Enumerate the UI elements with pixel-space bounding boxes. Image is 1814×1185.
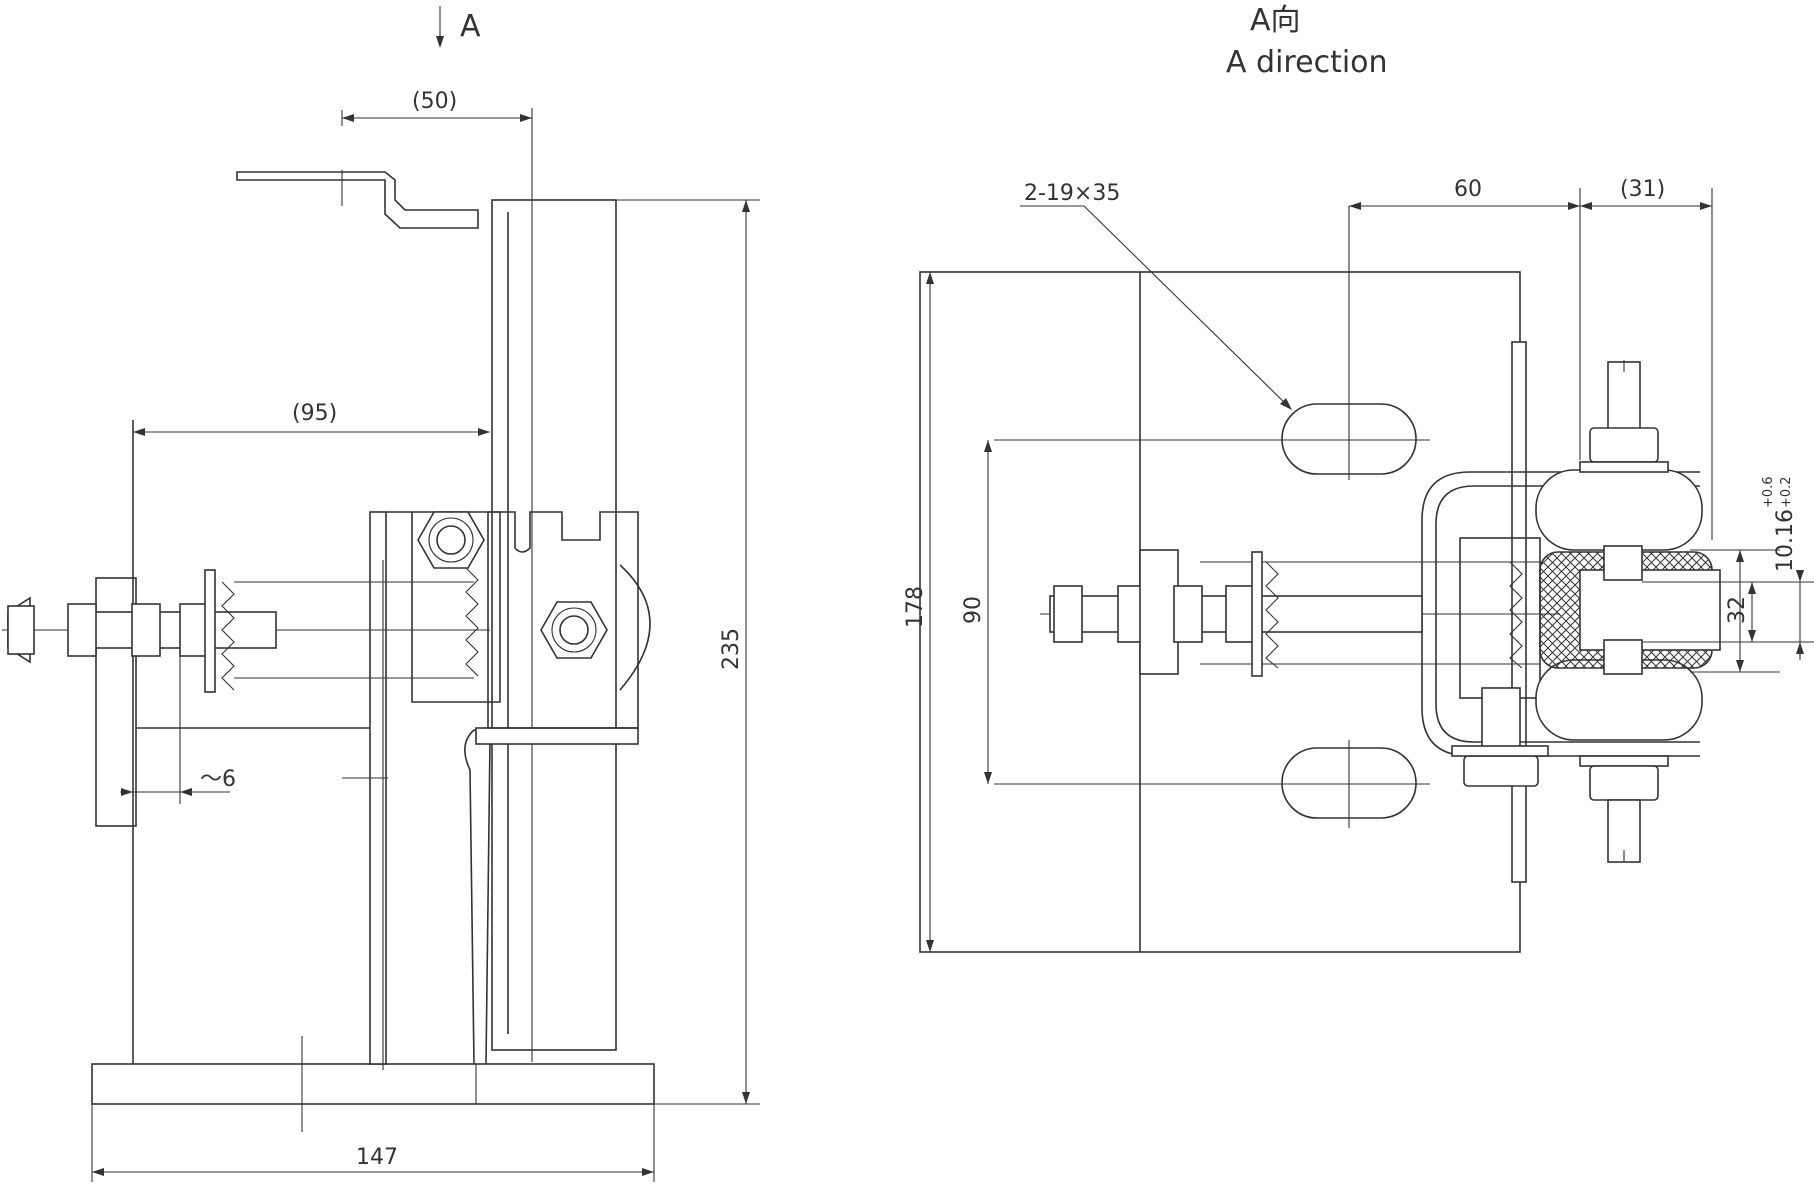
a-direction-view: A向 A direction: [903, 3, 1814, 953]
view-title: A向: [1250, 3, 1301, 38]
top-bracket: [236, 171, 479, 229]
dim-1016-tol-lower: +0.2: [1779, 476, 1794, 508]
dim-60-label: 60: [1454, 177, 1482, 202]
dim-31: (31): [1580, 177, 1713, 540]
dim-90: 90: [961, 440, 992, 784]
stud-top: [1579, 360, 1669, 473]
dim-6: ～6: [120, 650, 236, 804]
dim-178-label: 178: [903, 586, 928, 628]
dim-50-label: (50): [412, 89, 457, 114]
bolt-lower: [1451, 687, 1549, 787]
side-view: A: [2, 6, 760, 1182]
clamp-spring: [465, 567, 479, 677]
clamp-housing: [386, 511, 651, 1065]
view-title-en: A direction: [1226, 45, 1388, 80]
dim-32-label: 32: [1725, 596, 1750, 624]
nut-upper: [417, 511, 485, 569]
dim-60: 60: [1349, 177, 1581, 460]
stud-bottom: [1579, 755, 1669, 863]
dim-90-label: 90: [961, 596, 986, 624]
dim-31-label: (31): [1620, 177, 1665, 202]
dim-147-label: 147: [356, 1145, 398, 1170]
dim-95: (95): [133, 401, 490, 436]
flange: [1511, 341, 1527, 883]
dim-1016-tol-upper: +0.6: [1761, 476, 1776, 508]
dim-235-label: 235: [719, 628, 744, 670]
dim-32: 32: [1642, 581, 1814, 643]
view-arrow-label: A: [460, 9, 481, 44]
nut-lower: [540, 601, 608, 659]
adjusting-bolt-assembly: [2, 569, 490, 693]
insulator-bushing: [1535, 469, 1721, 741]
dim-178: 178: [903, 272, 934, 952]
adjusting-bolt-assembly-a: [1040, 549, 1560, 677]
column: [491, 108, 617, 1062]
dim-1016-label: 10.16: [1773, 509, 1798, 572]
slot-callout-label: 2-19×35: [1024, 181, 1120, 206]
dim-235: 235: [616, 199, 760, 1105]
dim-95-label: (95): [292, 401, 337, 426]
base-plate: [91, 1036, 655, 1132]
dim-50: (50): [341, 89, 532, 126]
view-arrow: A: [436, 6, 481, 48]
dim-147: 147: [91, 1104, 655, 1182]
dim-6-label: ～6: [200, 767, 236, 792]
mounting-plate: [95, 420, 388, 1070]
slot-callout: 2-19×35: [1020, 181, 1292, 410]
dim-1016: 10.16 +0.6 +0.2: [1690, 476, 1804, 673]
